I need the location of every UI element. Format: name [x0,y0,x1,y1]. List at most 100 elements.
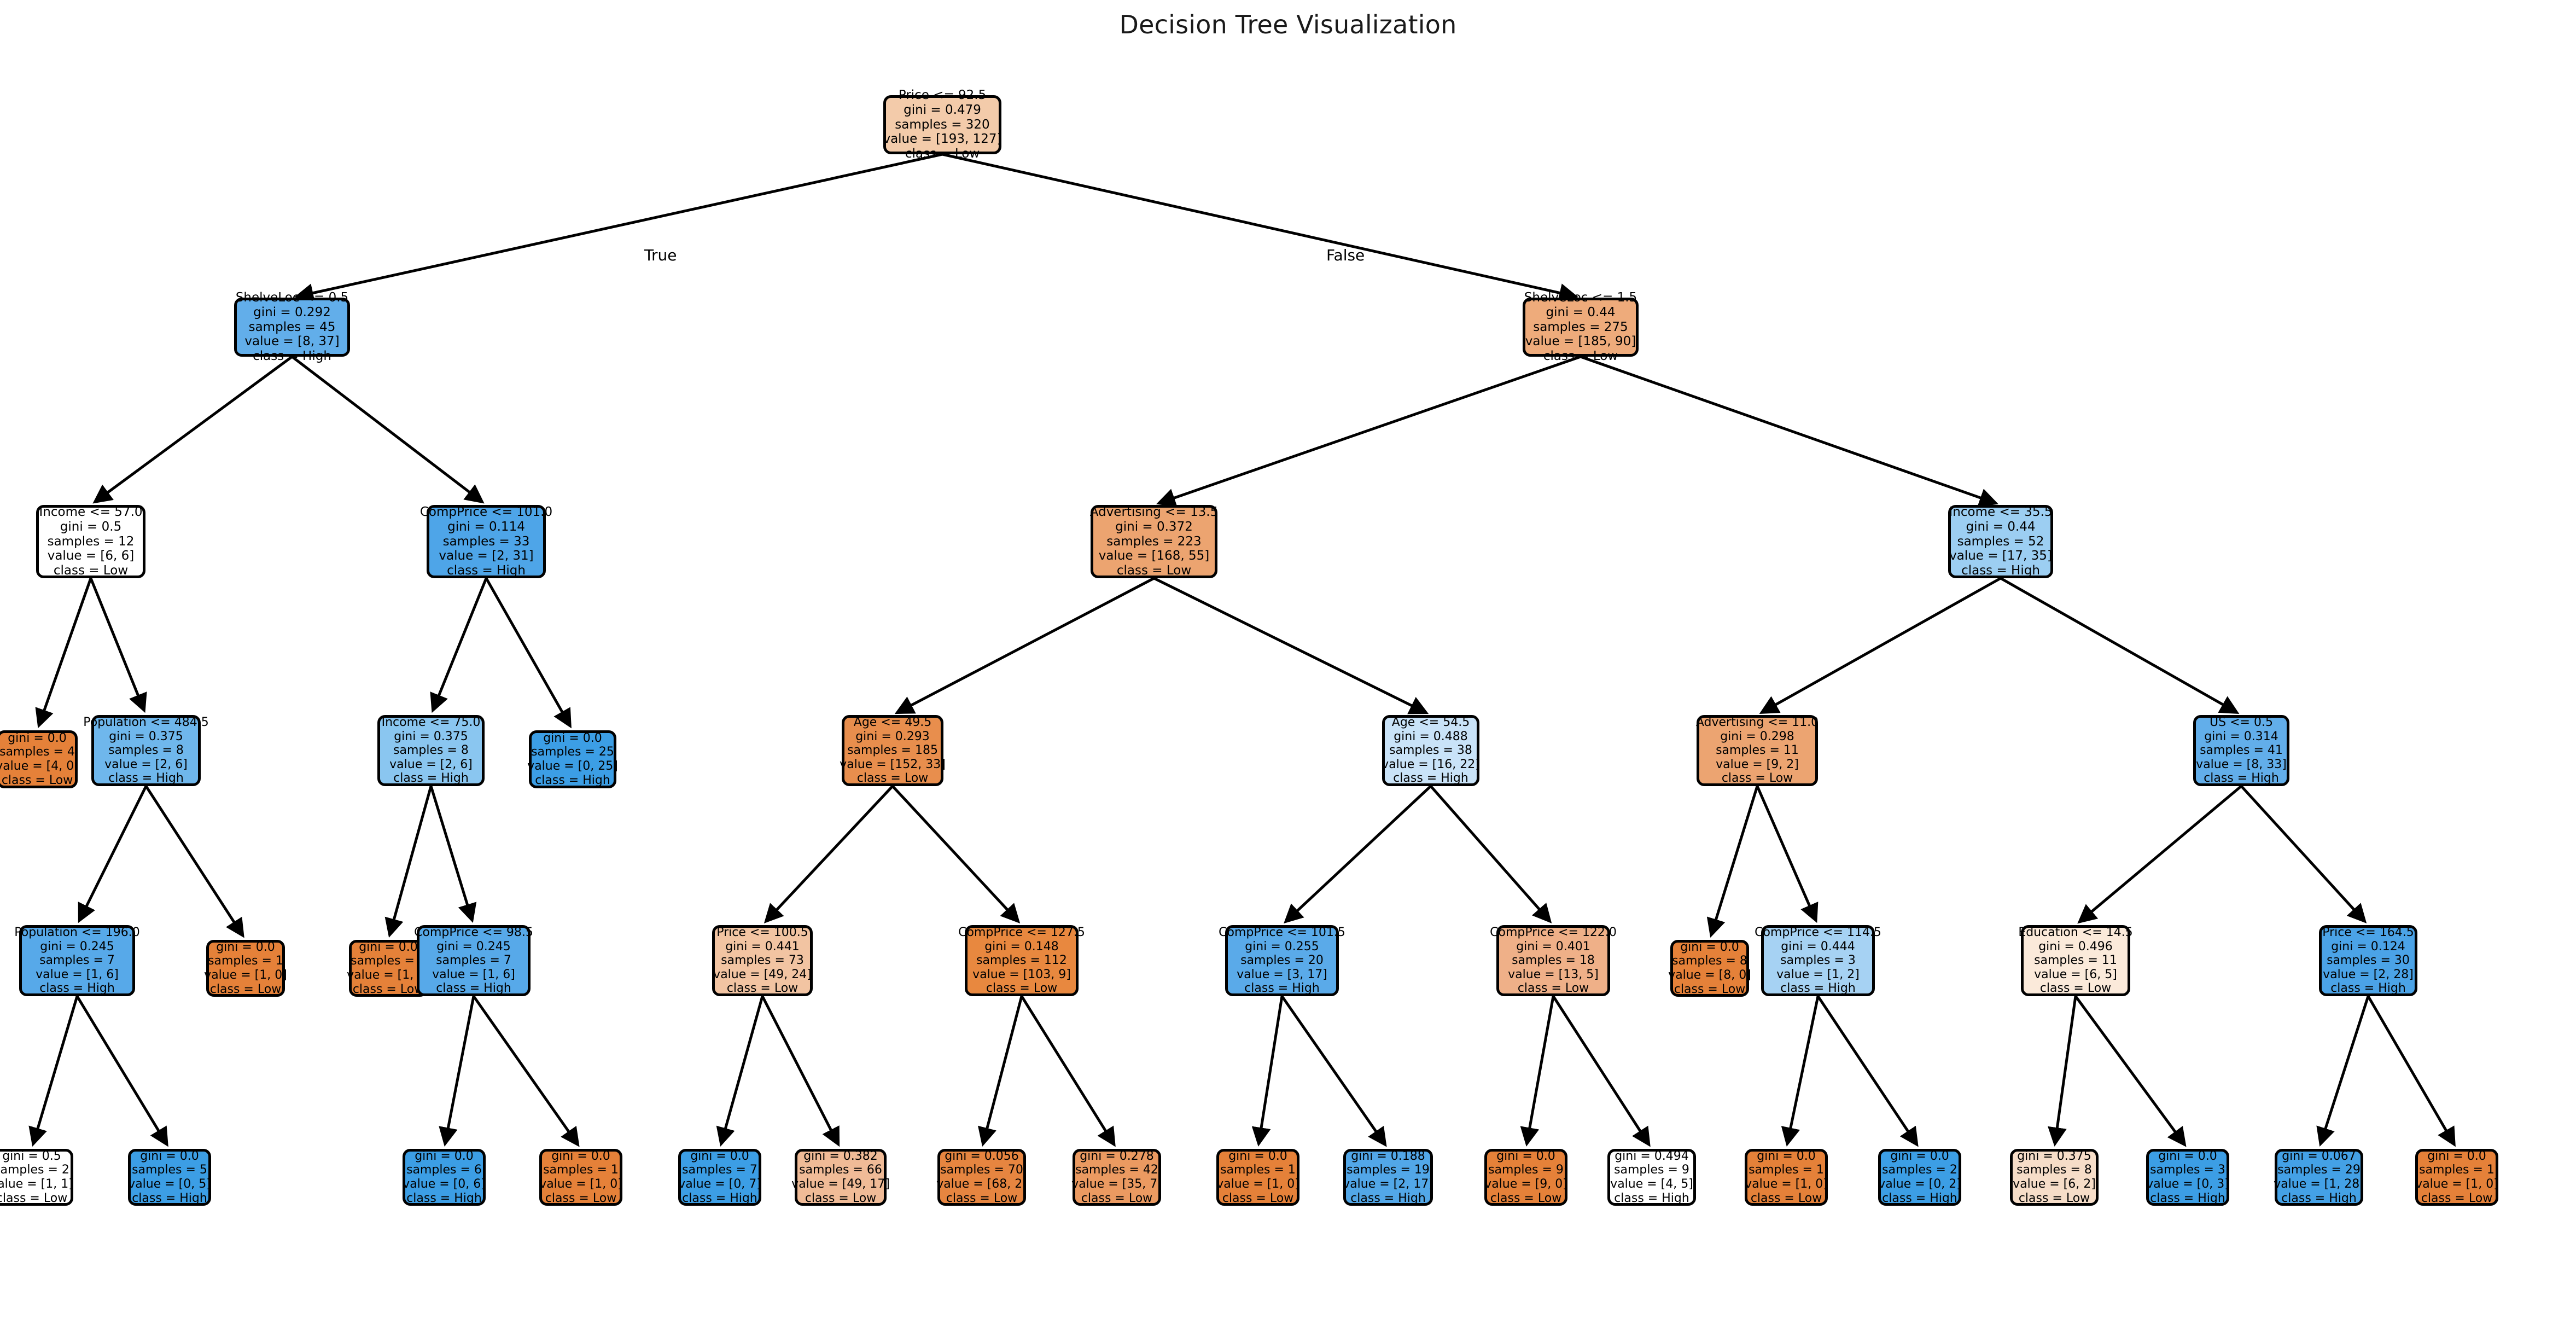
tree-edge [472,995,580,1147]
node-split-condition: Income <= 35.5 [1949,505,2053,520]
tree-edge [1251,996,1284,1147]
node-stat-line: class = Low [2039,981,2112,996]
tree-edge [430,578,488,713]
node-stat-line: class = High [2330,981,2406,996]
node-stat-line: class = Low [1721,771,1793,786]
node-stat-line: gini = 0.444 [1781,939,1855,954]
node-stat-line: samples = 42 [1075,1163,1158,1177]
tree-edge [384,786,433,938]
node-stat-line: samples = 223 [1106,534,1202,549]
node-stat-line: gini = 0.188 [1351,1149,1425,1163]
node-stat-line: class = Low [805,1191,877,1205]
node-stat-line: gini = 0.124 [2331,939,2405,954]
node-stat-line: class = High [1882,1191,1957,1205]
node-stat-line: class = Low [946,1191,1018,1205]
tree-edge [1759,577,2002,714]
node-stat-line: value = [6, 5] [2034,967,2117,981]
node-split-condition: Price <= 164.5 [2322,926,2414,940]
node-stat-line: samples = 1 [208,954,283,968]
node-stat-line: class = High [2150,1191,2225,1205]
node-stat-line: class = Low [2018,1191,2090,1205]
node-stat-line: samples = 18 [1512,954,1595,968]
node-split-condition: CompPrice <= 101.0 [419,505,553,520]
node-stat-line: value = [1, 1] [0,1177,73,1191]
node-stat-line: value = [1, 6] [432,967,515,981]
node-stat-line: samples = 5 [132,1163,207,1177]
node-stat-line: class = High [1614,1191,1689,1205]
node-stat-line: gini = 0.067 [2282,1149,2356,1163]
tree-edge [1156,355,1581,507]
node-stat-line: class = High [406,1191,482,1205]
tree-edge [2074,995,2187,1147]
node-stat-line: class = High [2204,771,2279,786]
node-stat-line: value = [2, 6] [104,757,188,771]
node-stat-line: value = [8, 33] [2196,757,2287,771]
node-stat-line: gini = 0.375 [2017,1149,2091,1163]
tree-edge [92,355,293,504]
node-split-condition: CompPrice <= 127.5 [958,926,1085,940]
node-stat-line: class = High [447,563,526,578]
node-stat-line: gini = 0.0 [1228,1149,1287,1163]
node-stat-line: gini = 0.255 [1245,939,1319,954]
node-stat-line: samples = 320 [895,117,990,132]
node-stat-line: value = [103, 9] [972,967,1071,981]
node-stat-line: value = [1, 28] [2274,1177,2364,1191]
tree-edge [977,996,1023,1147]
node-stat-line: class = High [1961,563,2040,578]
node-stat-line: samples = 45 [248,319,336,334]
node-stat-line: gini = 0.0 [1890,1149,1949,1163]
node-stat-line: samples = 7 [436,954,511,968]
node-stat-line: gini = 0.148 [984,939,1059,954]
node-stat-line: value = [1, 0] [347,968,430,982]
node-stat-line: samples = 33 [442,534,530,549]
node-stat-line: class = High [682,1191,757,1205]
node-split-condition: Income <= 57.0 [39,505,143,520]
